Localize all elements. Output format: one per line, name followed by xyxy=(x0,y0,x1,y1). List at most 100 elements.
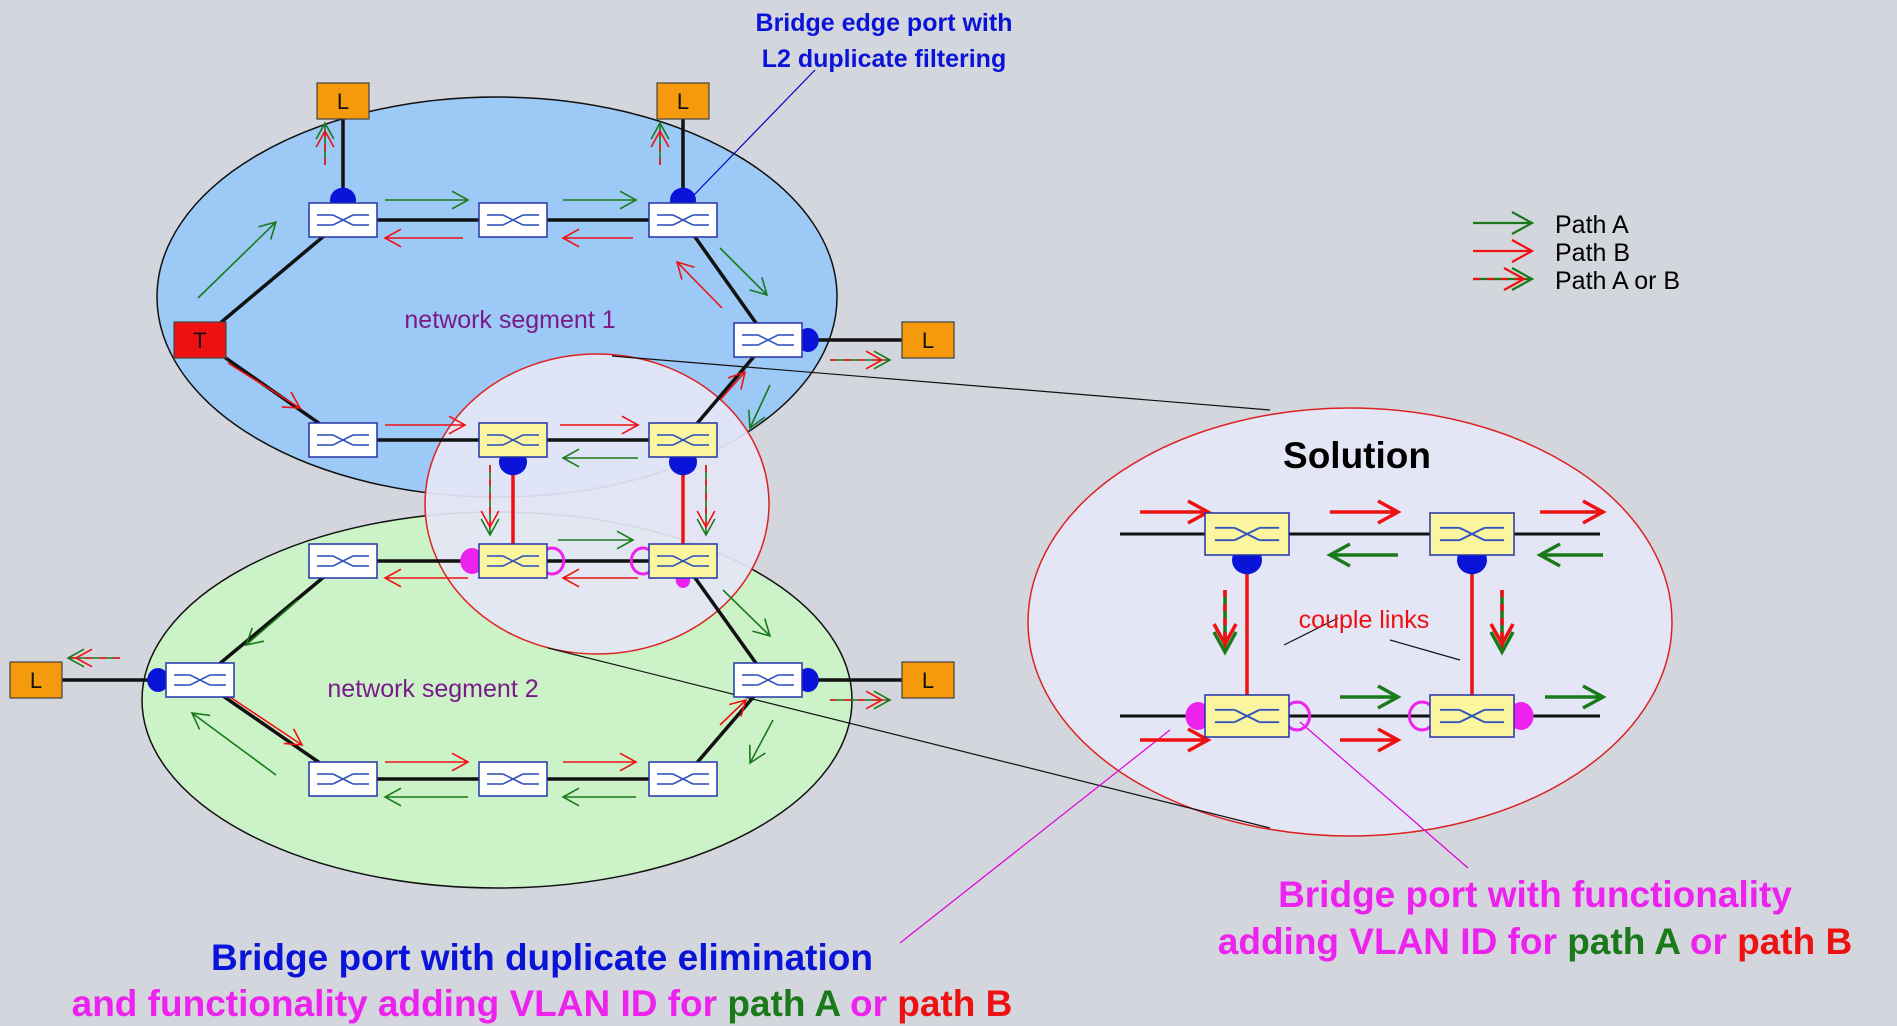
bridge-switch xyxy=(1429,512,1515,556)
listener-station: L xyxy=(656,82,710,120)
right-port-annotation-line1: Bridge port with functionality xyxy=(1278,874,1792,915)
bridge-switch xyxy=(648,422,718,458)
path-arrow xyxy=(1140,727,1212,753)
path-b-text: path B xyxy=(1737,921,1852,962)
path-arrow xyxy=(748,719,774,765)
station-label: L xyxy=(30,668,42,693)
listener-station: L xyxy=(901,661,955,699)
bridge-switch xyxy=(648,543,718,579)
bridge-switch xyxy=(1204,512,1290,556)
path-arrow xyxy=(244,599,299,647)
path-arrow xyxy=(747,384,771,430)
bridge-switch xyxy=(308,202,378,238)
path-arrow xyxy=(561,787,636,807)
bridge-switch xyxy=(478,202,548,238)
vlan-text: adding VLAN ID for xyxy=(1218,921,1567,962)
path-a-text: path A xyxy=(1567,921,1680,962)
path-arrow xyxy=(480,465,500,537)
vlan-text: and functionality adding VLAN ID for xyxy=(72,983,728,1024)
legend-label-path-a: Path A xyxy=(1555,211,1629,239)
path-arrow xyxy=(1473,267,1535,291)
edge-port xyxy=(147,668,169,692)
vlan-port xyxy=(460,548,484,574)
path-arrow xyxy=(385,415,467,435)
path-arrow xyxy=(830,690,892,710)
path-arrow xyxy=(383,228,463,248)
path-arrow xyxy=(1473,211,1535,235)
path-arrow xyxy=(1473,239,1535,263)
bridge-switch xyxy=(308,422,378,458)
bridge-switch xyxy=(478,543,548,579)
path-arrow xyxy=(229,696,304,746)
path-arrow xyxy=(675,260,723,309)
talker-station: T xyxy=(173,321,227,359)
bridge-switch xyxy=(308,761,378,797)
legend-label-path-a-or-b: Path A or B xyxy=(1555,267,1680,295)
path-arrow xyxy=(1540,499,1607,525)
zoom-connector-bottom xyxy=(547,647,1271,829)
path-arrow xyxy=(383,568,468,588)
segment2-label: network segment 2 xyxy=(327,675,538,703)
path-arrow xyxy=(563,752,638,772)
path-arrow xyxy=(650,121,670,165)
legend-label-path-b: Path B xyxy=(1555,239,1630,267)
segment1-label: network segment 1 xyxy=(404,306,615,334)
listener-station: L xyxy=(9,661,63,699)
path-arrow xyxy=(1212,590,1238,656)
path-arrow xyxy=(696,465,716,537)
couple-links-label: couple links xyxy=(1299,606,1430,634)
path-arrow xyxy=(190,712,277,776)
path-arrow xyxy=(719,247,769,297)
path-arrow xyxy=(563,190,638,210)
bottom-port-annotation-line2: and functionality adding VLAN ID for pat… xyxy=(72,983,1013,1024)
path-arrow xyxy=(561,228,633,248)
station-label: L xyxy=(677,89,689,114)
or-text: or xyxy=(1680,921,1738,962)
bridge-switch xyxy=(308,543,378,579)
edge-port-annotation-line2: L2 duplicate filtering xyxy=(762,45,1006,73)
bridge-switch xyxy=(733,322,803,358)
path-arrow xyxy=(1330,499,1402,525)
path-arrow xyxy=(830,350,892,370)
path-arrow xyxy=(1326,542,1398,568)
bridge-switch xyxy=(1429,694,1515,738)
path-arrow xyxy=(227,362,302,409)
path-arrow xyxy=(385,190,470,210)
bridge-switch xyxy=(648,761,718,797)
path-arrow xyxy=(1140,499,1212,525)
or-text: or xyxy=(840,983,898,1024)
right-port-annotation-line2: adding VLAN ID for path A or path B xyxy=(1218,921,1852,962)
path-arrow xyxy=(383,787,468,807)
path-arrow xyxy=(1489,590,1515,656)
legend: Path A Path B Path A or B xyxy=(1555,211,1680,295)
bridge-switch xyxy=(733,662,803,698)
path-arrow xyxy=(719,698,748,726)
path-arrow xyxy=(66,648,120,668)
station-label: L xyxy=(922,328,934,353)
station-label: L xyxy=(337,89,349,114)
path-arrow xyxy=(197,220,278,299)
path-arrow xyxy=(561,568,638,588)
bridge-switch xyxy=(1204,694,1290,738)
path-arrow xyxy=(315,121,335,165)
path-arrow xyxy=(719,370,747,401)
station-label: T xyxy=(193,328,206,353)
bridge-switch xyxy=(478,761,548,797)
path-b-text: path B xyxy=(897,983,1012,1024)
path-arrow xyxy=(560,415,640,435)
bottom-port-annotation-line1: Bridge port with duplicate elimination xyxy=(211,937,873,978)
zoom-connector-top xyxy=(611,355,1271,411)
solution-title: Solution xyxy=(1283,435,1431,476)
path-arrow xyxy=(558,530,635,550)
vlan-port-pointer-right xyxy=(1299,721,1469,869)
bridge-switch xyxy=(478,422,548,458)
path-a-text: path A xyxy=(727,983,840,1024)
bridge-switch xyxy=(165,662,235,698)
path-arrow xyxy=(1340,727,1402,753)
bridge-switch xyxy=(648,202,718,238)
path-arrow xyxy=(1340,684,1402,710)
edge-port-annotation-line1: Bridge edge port with xyxy=(756,9,1013,37)
path-arrow xyxy=(385,752,470,772)
path-arrow xyxy=(722,589,772,638)
